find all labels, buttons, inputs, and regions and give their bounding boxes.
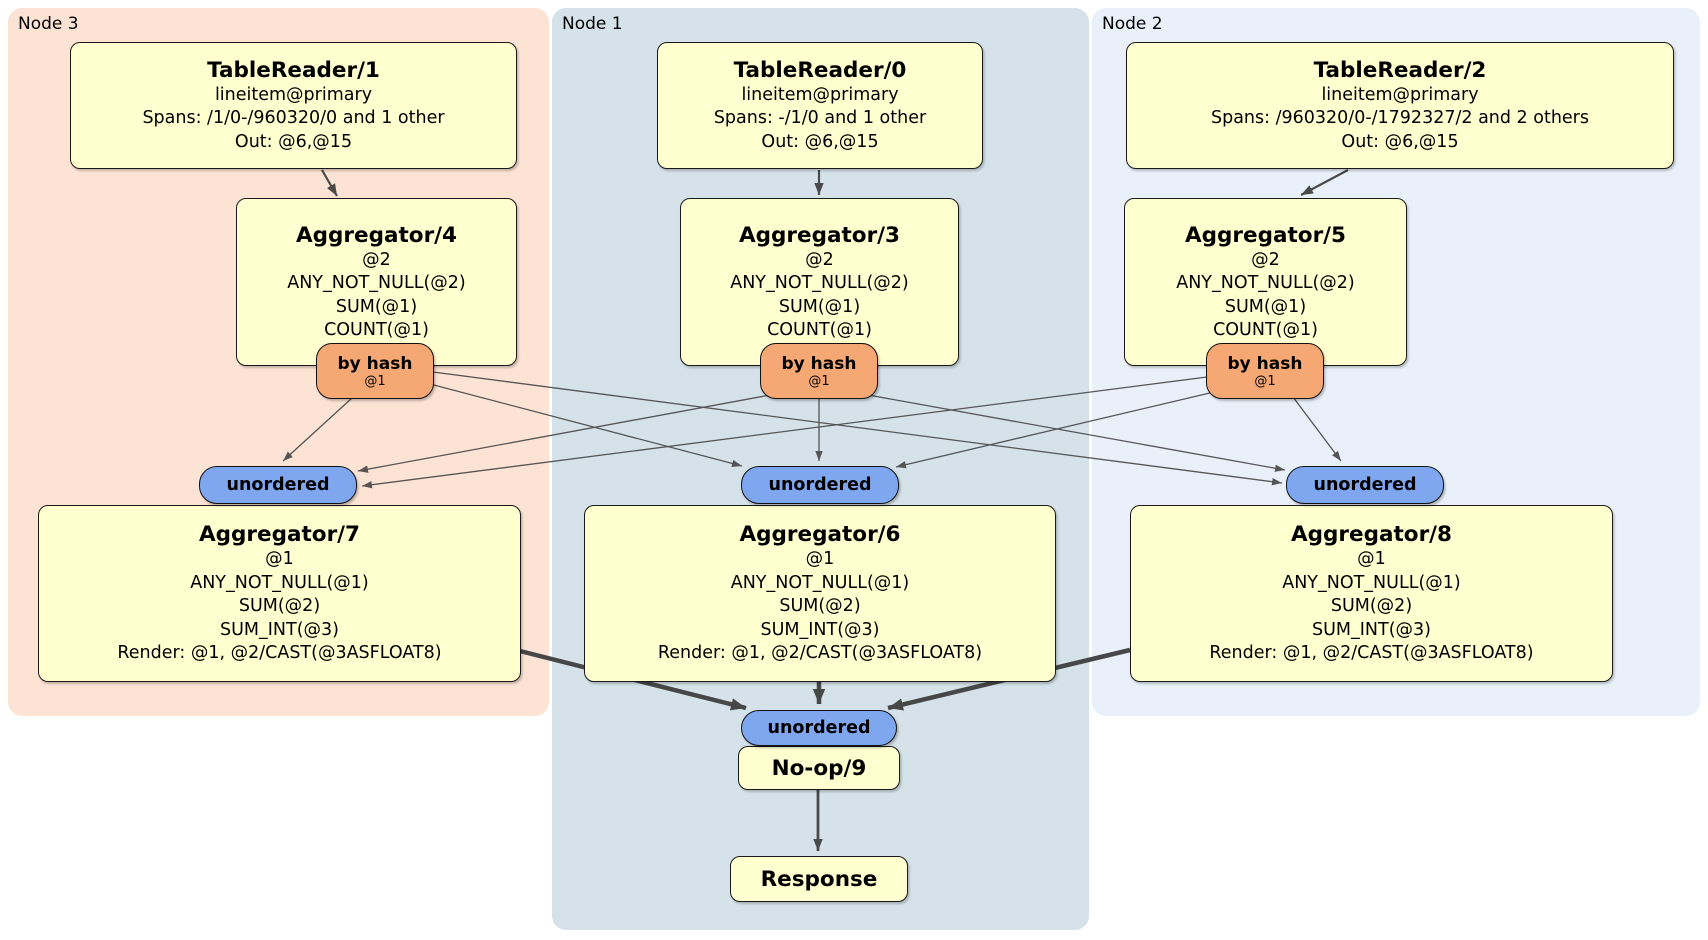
processor-title: Response [760, 866, 878, 892]
processor-detail: ANY_NOT_NULL(@2) [1176, 273, 1355, 293]
router-key: @1 [808, 373, 830, 389]
processor-detail: COUNT(@1) [1213, 320, 1318, 340]
processor-detail: @2 [1251, 249, 1280, 270]
processor-detail: Spans: -/1/0 and 1 other [713, 108, 927, 129]
processor-detail: SUM_INT(@3) [220, 619, 339, 640]
processor-detail: SUM(@2) [1330, 596, 1413, 617]
panel-node1-label: Node 1 [562, 14, 623, 34]
edge-tablereader-to-aggregator [321, 169, 1349, 197]
processor-detail: ANY_NOT_NULL(@1) [190, 572, 369, 593]
processor-detail: @1 [805, 549, 835, 570]
processor-title: TableReader/2 [1313, 57, 1487, 83]
sync-unordered-node1: unordered [741, 466, 899, 504]
processor-detail: ANY_NOT_NULL(@2) [287, 273, 466, 293]
processor-title: Aggregator/6 [739, 522, 901, 548]
router-by-hash-node2: by hash @1 [1206, 343, 1324, 399]
router-key: @1 [364, 373, 386, 389]
processor-detail: lineitem@primary [741, 84, 899, 105]
processor-title: TableReader/0 [733, 57, 907, 83]
processor-detail: SUM(@2) [779, 596, 861, 617]
processor-detail: Render: @1, @2/CAST(@3ASFLOAT8) [657, 643, 983, 664]
processor-noop-9: No-op/9 [738, 746, 900, 790]
processor-detail: SUM(@2) [238, 596, 321, 617]
processor-title: Aggregator/8 [1291, 522, 1452, 548]
processor-detail: @2 [362, 249, 391, 270]
response-node: Response [730, 856, 908, 902]
panel-node3-label: Node 3 [18, 14, 79, 34]
processor-aggregator-5: Aggregator/5 @2 ANY_NOT_NULL(@2) SUM(@1)… [1124, 198, 1407, 366]
processor-aggregator-3: Aggregator/3 @2 ANY_NOT_NULL(@2) SUM(@1)… [680, 198, 959, 366]
processor-tablereader-0: TableReader/0 lineitem@primary Spans: -/… [657, 42, 983, 169]
router-by-hash-node1: by hash @1 [760, 343, 878, 399]
processor-aggregator-4: Aggregator/4 @2 ANY_NOT_NULL(@2) SUM(@1)… [236, 198, 517, 366]
router-label: by hash [1227, 353, 1303, 374]
processor-detail: SUM(@1) [335, 296, 418, 317]
processor-title: Aggregator/7 [199, 522, 360, 548]
processor-title: No-op/9 [771, 755, 867, 781]
sync-unordered-node3: unordered [199, 466, 357, 504]
processor-detail: Spans: /960320/0-/1792327/2 and 2 others [1210, 108, 1589, 129]
sync-label: unordered [226, 475, 330, 495]
processor-detail: lineitem@primary [1321, 84, 1479, 105]
processor-detail: lineitem@primary [214, 84, 373, 105]
processor-detail: COUNT(@1) [324, 320, 429, 340]
processor-detail: SUM(@1) [778, 296, 861, 317]
processor-detail: Out: @6,@15 [761, 131, 879, 152]
processor-title: Aggregator/3 [739, 222, 900, 248]
sync-label: unordered [1313, 475, 1417, 495]
processor-aggregator-8: Aggregator/8 @1 ANY_NOT_NULL(@1) SUM(@2)… [1130, 505, 1613, 682]
processor-aggregator-6: Aggregator/6 @1 ANY_NOT_NULL(@1) SUM(@2)… [584, 505, 1056, 682]
processor-detail: Out: @6,@15 [234, 131, 353, 152]
processor-detail: ANY_NOT_NULL(@1) [730, 572, 910, 593]
processor-title: TableReader/1 [207, 57, 380, 83]
processor-detail: ANY_NOT_NULL(@1) [1282, 572, 1461, 593]
processor-detail: @1 [1357, 549, 1386, 570]
router-key: @1 [1254, 373, 1276, 389]
processor-detail: Out: @6,@15 [1341, 131, 1459, 152]
processor-detail: SUM_INT(@3) [760, 619, 880, 640]
sync-unordered-final: unordered [741, 710, 897, 746]
router-label: by hash [781, 353, 857, 374]
processor-aggregator-7: Aggregator/7 @1 ANY_NOT_NULL(@1) SUM(@2)… [38, 505, 521, 682]
processor-detail: Spans: /1/0-/960320/0 and 1 other [142, 108, 445, 129]
processor-detail: @2 [805, 249, 834, 270]
router-label: by hash [337, 353, 413, 374]
sync-label: unordered [767, 718, 871, 738]
processor-detail: SUM_INT(@3) [1312, 619, 1431, 640]
processor-tablereader-1: TableReader/1 lineitem@primary Spans: /1… [70, 42, 517, 169]
processor-detail: Render: @1, @2/CAST(@3ASFLOAT8) [1209, 643, 1534, 664]
sync-unordered-node2: unordered [1286, 466, 1444, 504]
panel-node2-label: Node 2 [1102, 14, 1163, 34]
processor-detail: Render: @1, @2/CAST(@3ASFLOAT8) [117, 643, 442, 664]
edge-hash-router-mesh [282, 371, 1342, 489]
processor-detail: SUM(@1) [1224, 296, 1307, 317]
processor-detail: ANY_NOT_NULL(@2) [730, 273, 909, 293]
processor-detail: COUNT(@1) [767, 320, 872, 340]
processor-title: Aggregator/5 [1185, 222, 1346, 248]
processor-detail: @1 [265, 549, 294, 570]
processor-tablereader-2: TableReader/2 lineitem@primary Spans: /9… [1126, 42, 1674, 169]
router-by-hash-node3: by hash @1 [316, 343, 434, 399]
processor-title: Aggregator/4 [296, 222, 457, 248]
sync-label: unordered [768, 475, 872, 495]
